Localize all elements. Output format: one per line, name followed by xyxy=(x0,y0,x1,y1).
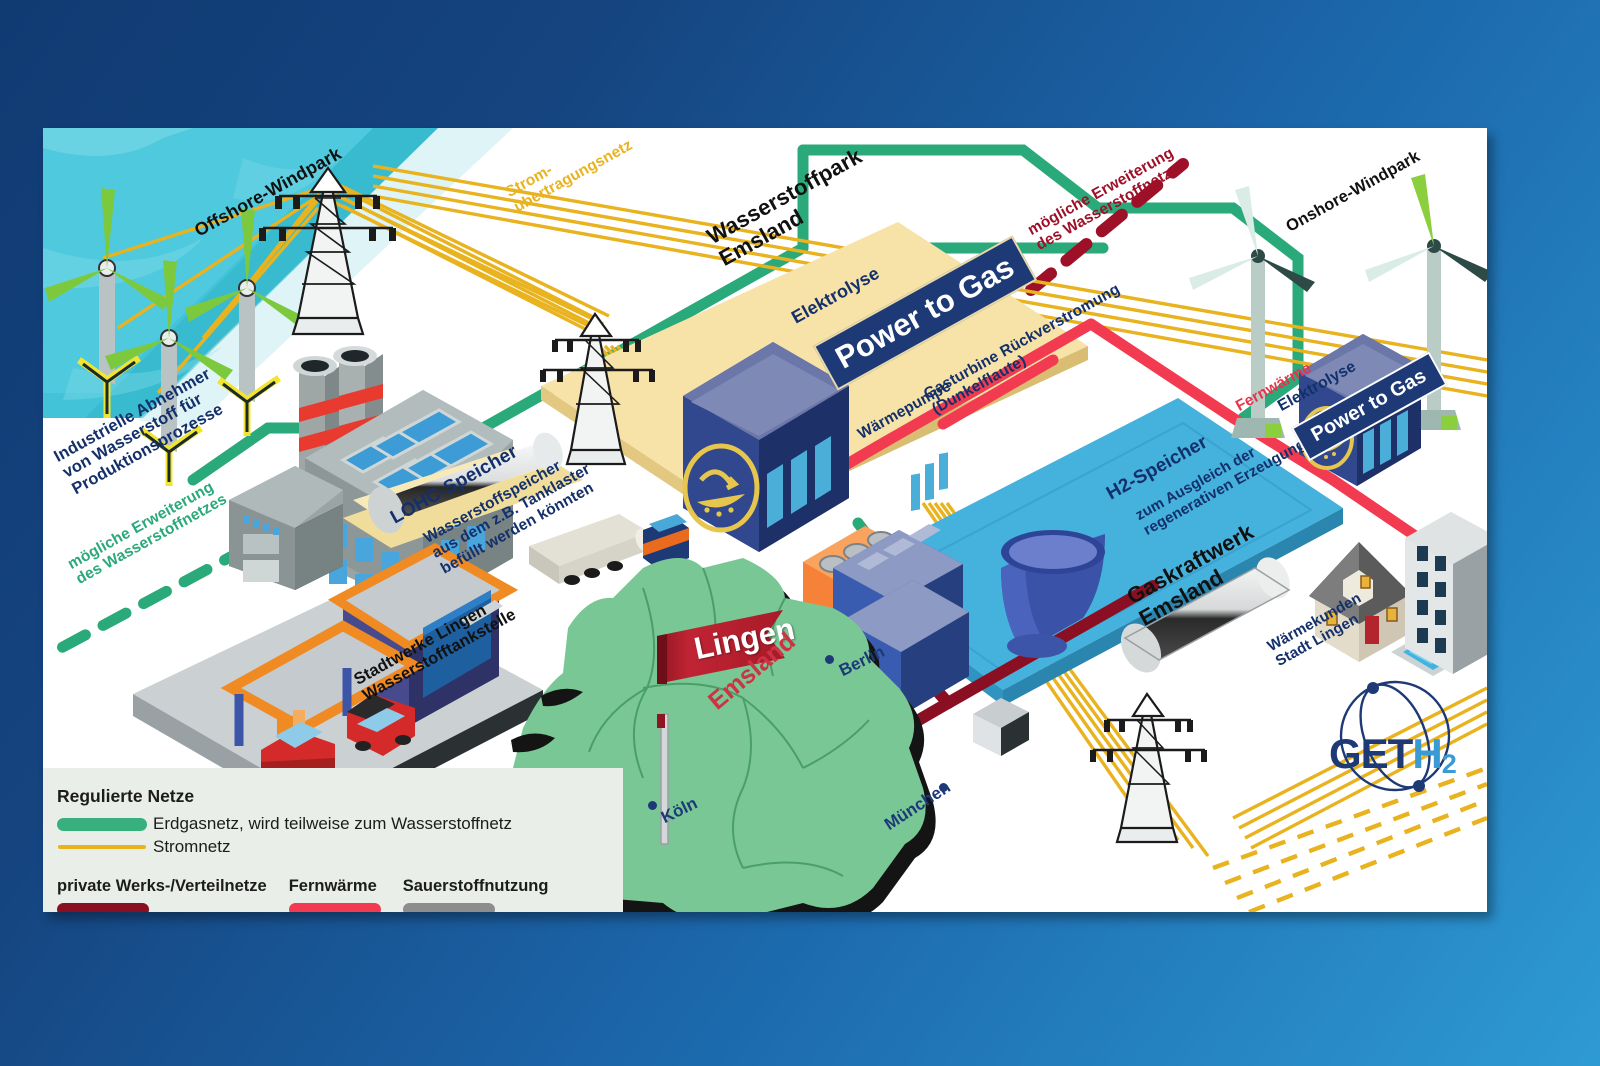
legend-group-swatch-districtheat xyxy=(288,903,381,912)
map-city-label-koeln: Köln xyxy=(658,793,701,828)
legend-label-power: Stromnetz xyxy=(153,837,231,856)
geth2-logo-subscript: 2 xyxy=(1441,749,1457,779)
label-hydrogen-extension: mögliche Erweiterung des Wasserstoffnetz… xyxy=(1025,144,1190,255)
legend-group-swatch-private xyxy=(57,903,149,912)
legend-swatch-gas xyxy=(57,817,153,831)
legend-group-private: private Werks-/Verteilnetze xyxy=(57,877,267,912)
legend-group-title-oxygen: Sauerstoffnutzung xyxy=(402,877,549,895)
label-onshore-windpark: Onshore-Windpark xyxy=(1283,147,1423,236)
label-waermekunden: Wärmekunden Stadt Lingen xyxy=(1264,589,1365,670)
scene-artwork xyxy=(43,128,1487,912)
label-stadtwerke-lingen: Stadtwerke Lingen Wasserstofftankstelle xyxy=(351,601,520,705)
legend-swatch-power xyxy=(57,845,153,849)
geth2-logo-orbits xyxy=(1339,680,1451,792)
geth2-logo-text: GETH2 xyxy=(1329,730,1457,780)
label-h2-speicher-note: zum Ausgleich der regenerativen Erzeugun… xyxy=(1132,435,1309,539)
scene-labels: Offshore-Windpark Strom- übertragungsnet… xyxy=(43,128,1487,912)
label-offshore-windpark: Offshore-Windpark xyxy=(191,143,345,241)
map-city-dot-muenchen xyxy=(939,783,948,792)
badge-power-to-gas-right: Power to Gas xyxy=(1291,351,1448,462)
label-stromuebertragungsnetz: Strom- übertragungsnetz xyxy=(503,136,636,217)
label-gaskraftwerk-emsland: Gaskraftwerk Emsland xyxy=(1122,518,1258,631)
map-city-label-berlin: Berlin xyxy=(836,641,888,681)
legend-group-oxygen: Sauerstoffnutzung xyxy=(402,877,549,912)
map-city-dot-berlin xyxy=(825,655,834,664)
legend-row-power: Stromnetz xyxy=(57,837,623,857)
transmission-pylon-1 xyxy=(259,166,396,336)
legend-group-districtheat: Fernwärme xyxy=(288,877,381,912)
transmission-pylon-3 xyxy=(1090,692,1207,844)
label-gas-extension: mögliche Erweiterung des Wasserstoffnetz… xyxy=(65,478,230,589)
offshore-wind-turbines xyxy=(45,188,311,486)
h2-storage-tank xyxy=(1120,557,1291,673)
legend-label-gas: Erdgasnetz, wird teilweise zum Wassersto… xyxy=(153,814,513,833)
infographic-card: Offshore-Windpark Strom- übertragungsnet… xyxy=(43,128,1487,912)
legend-title: Regulierte Netze xyxy=(57,786,195,806)
tank-truck xyxy=(529,514,689,585)
map-city-dot-koeln xyxy=(648,801,657,810)
hydrogen-network-dashed-extension xyxy=(1025,158,1189,296)
transmission-pylon-2 xyxy=(540,312,655,466)
power-lines-dashed xyxy=(1212,765,1487,912)
legend-group-title-private: private Werks-/Verteilnetze xyxy=(57,877,267,895)
legend-secondary-groups: private Werks-/Verteilnetze Fernwärme Sa… xyxy=(57,877,623,912)
electrolyser-center xyxy=(682,342,849,552)
lohc-storage-tank xyxy=(343,432,583,548)
label-lohc-note: Wasserstoffspeicher aus dem z.B. Tanklas… xyxy=(421,457,597,578)
label-industrielle-abnehmer: Industrielle Abnehmer von Wasserstoff fü… xyxy=(51,364,227,499)
legend-panel: Regulierte Netze Erdgasnetz, wird teilwe… xyxy=(43,768,623,912)
heat-customers xyxy=(1309,512,1487,676)
label-wasserstoffpark-emsland: Wasserstoffpark Emsland xyxy=(702,143,867,271)
geth2-logo-get: GET xyxy=(1329,730,1413,777)
legend-row-gas: Erdgasnetz, wird teilweise zum Wassersto… xyxy=(57,814,623,834)
legend-group-title-districtheat: Fernwärme xyxy=(288,877,377,895)
hydrogen-filling-station xyxy=(133,542,543,826)
legend-group-swatch-oxygen xyxy=(402,903,495,912)
geth2-logo: GETH2 xyxy=(1321,668,1469,798)
map-city-label-muenchen: München xyxy=(881,777,954,834)
geth2-logo-h: H xyxy=(1412,730,1442,777)
